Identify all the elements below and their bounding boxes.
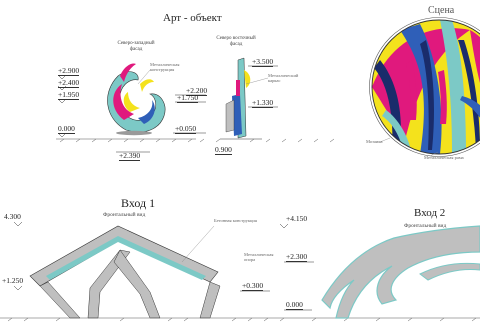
entrance1-title: Вход 1: [121, 196, 156, 210]
elev-1750: +1.750: [177, 93, 199, 103]
stage-lead-bottom: Металлическая рама: [424, 155, 464, 160]
entrance2-subtitle: Фронтальный вид: [404, 223, 447, 229]
elev-3500: +3.500: [252, 57, 274, 67]
art-sculpture-right: [220, 57, 262, 140]
entrance2-title: Вход 2: [414, 207, 446, 219]
elev-2200: +2.200: [186, 86, 208, 96]
elev-2900: +2.900: [58, 66, 80, 76]
entrance1-structure: [29, 225, 221, 319]
stage-mosaic: [369, 17, 480, 157]
e1-lead-2: Металлическая опора: [244, 252, 274, 262]
art-ground-hatch: [56, 138, 335, 143]
entrance2-structure: [321, 225, 480, 319]
e1-elev-4300: 4.300: [4, 212, 21, 221]
elev-0000: 0.000: [58, 124, 75, 134]
e1-elev-2300: +2.300: [286, 252, 308, 262]
caption-ne-facade: Северо-западный фасад: [117, 41, 155, 52]
stage-title: Сцена: [428, 5, 455, 16]
art-object-title: Арт - объект: [163, 12, 222, 24]
entrance1-subtitle: Фронтальный вид: [103, 212, 146, 218]
e1-lead-1: Бетонная конструкция: [214, 218, 257, 223]
elev-2400: +2.400: [58, 78, 80, 88]
caption-nw-facade: Северо восточный фасад: [216, 36, 256, 47]
elev-1330: +1.330: [252, 98, 274, 108]
entrance1-ground: [0, 317, 480, 322]
entrance1-elevation-markers: [13, 221, 314, 311]
art-leaders: [137, 69, 269, 85]
e1-elev-4150: +4.150: [286, 214, 308, 223]
e1-elev-0000: 0.000: [286, 300, 303, 310]
e1-elev-0300: +0.300: [242, 281, 264, 291]
elev-0050: +0.050: [175, 124, 197, 134]
lead-frame: Металлический каркас: [268, 73, 299, 83]
stage-lead-left: Мозаика: [366, 139, 383, 144]
art-sculpture-left: [107, 63, 166, 136]
elev-0900: 0.900: [215, 145, 232, 155]
e1-elev-1250: +1.250: [2, 276, 24, 285]
elev-2390: +2.390: [119, 151, 141, 161]
elev-1950: +1.950: [58, 90, 80, 100]
lead-material: Металлическая конструкция: [150, 62, 180, 72]
